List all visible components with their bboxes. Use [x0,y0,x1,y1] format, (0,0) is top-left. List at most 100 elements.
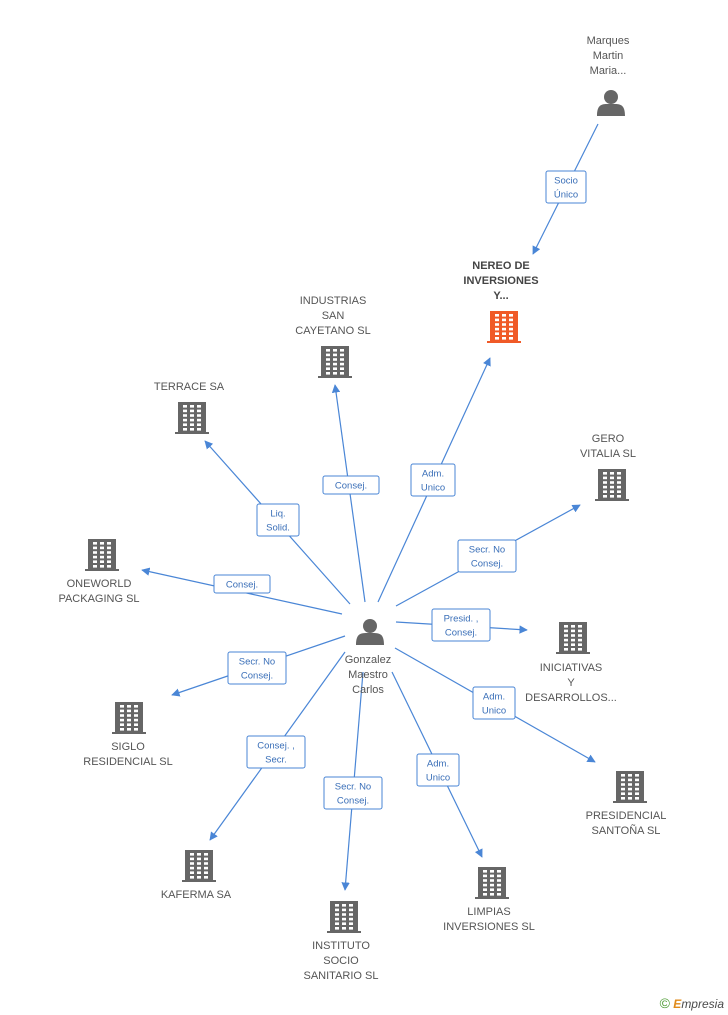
edge-label-text: Secr. No [469,545,505,556]
building-window [495,327,499,331]
building-window [571,625,575,628]
edge-center-limpias: Adm.Unico [391,671,483,858]
node-oneworld[interactable]: ONEWORLD PACKAGING SL [58,539,140,605]
edge-label-frame [323,776,383,810]
building-window [497,874,501,878]
edge-center-nereo: Adm.Unico [377,357,491,603]
edge-label-box[interactable]: Adm.Unico [410,463,456,497]
building-base [85,569,119,571]
edge-label-text: Secr. No [239,657,275,668]
edge-label-text: Solid. [266,523,290,534]
building-window [340,358,344,361]
building-window [333,367,337,370]
building-window [340,349,344,352]
node-label: Maria... [590,65,627,77]
building-window [490,888,494,891]
node-label: SIGLO [111,741,145,753]
building-window [134,709,138,713]
edge-label-box[interactable]: Liq.Solid. [256,503,300,537]
node-label: Maestro [348,669,388,681]
building-window [333,349,337,352]
edge-label-text: Unico [482,706,506,717]
building-window [204,871,208,874]
building-window [134,714,138,717]
building-window [578,625,582,628]
edge-label-text: Consej. [337,796,369,807]
building-window [635,774,639,777]
node-label: INVERSIONES SL [443,921,535,933]
building-window [335,908,339,912]
building-window [610,485,614,489]
node-kaferma[interactable]: KAFERMA SA [161,850,232,901]
node-label: CAYETANO SL [295,325,370,337]
building-window [509,327,513,331]
node-nereo[interactable]: NEREO DEINVERSIONESY... [463,260,539,343]
building-window [326,372,330,375]
node-terrace[interactable]: TERRACE SA [154,381,225,434]
edge-label-box[interactable]: Adm.Unico [472,686,516,720]
building-window [190,409,194,413]
building-window [349,922,353,925]
building-icon [175,402,209,434]
building-window [564,638,568,642]
building-window [107,565,111,568]
building-window [603,472,607,475]
edge-center-iniciativas: Presid. ,Consej. [395,608,528,642]
edge-label-box[interactable]: Consej. ,Secr. [246,735,306,769]
building-window [120,718,124,722]
building-window [340,353,344,357]
edge-label-frame [227,651,287,685]
building-window [578,629,582,633]
edge-label-text: Socio [554,176,578,187]
building-window [349,904,353,907]
node-label: PACKAGING SL [58,593,139,605]
building-window [197,418,201,422]
building-window [635,783,639,786]
building-window [190,428,194,431]
building-window [127,714,131,717]
building-window [134,718,138,722]
node-iniciativas[interactable]: INICIATIVASYDESARROLLOS... [525,622,617,704]
building-window [120,723,124,726]
building-window [509,323,513,326]
edge-label-frame [256,503,300,537]
edge-label-box[interactable]: Consej. [322,475,380,495]
building-window [93,560,97,563]
edge-label-box[interactable]: Adm.Unico [416,753,460,787]
building-icon [475,867,509,899]
building-window [333,372,337,375]
building-window [197,857,201,861]
building-window [564,625,568,628]
building-window [617,472,621,475]
edge-label-frame [322,475,380,495]
empresia-brand: © Empresia [660,995,724,1011]
building-window [483,883,487,887]
edge-label-box[interactable]: Consej. [213,574,271,594]
node-label: ONEWORLD [67,578,132,590]
building-window [335,913,339,916]
building-window [100,542,104,545]
building-window [326,353,330,357]
person-body [597,103,625,116]
edge-label-box[interactable]: Presid. ,Consej. [431,608,491,642]
person-head [363,619,377,633]
building-window [335,904,339,907]
building-window [571,634,575,637]
building-window [603,476,607,480]
person-icon [356,619,384,645]
building-window [578,643,582,646]
node-marques[interactable]: MarquesMartinMaria... [587,35,630,116]
